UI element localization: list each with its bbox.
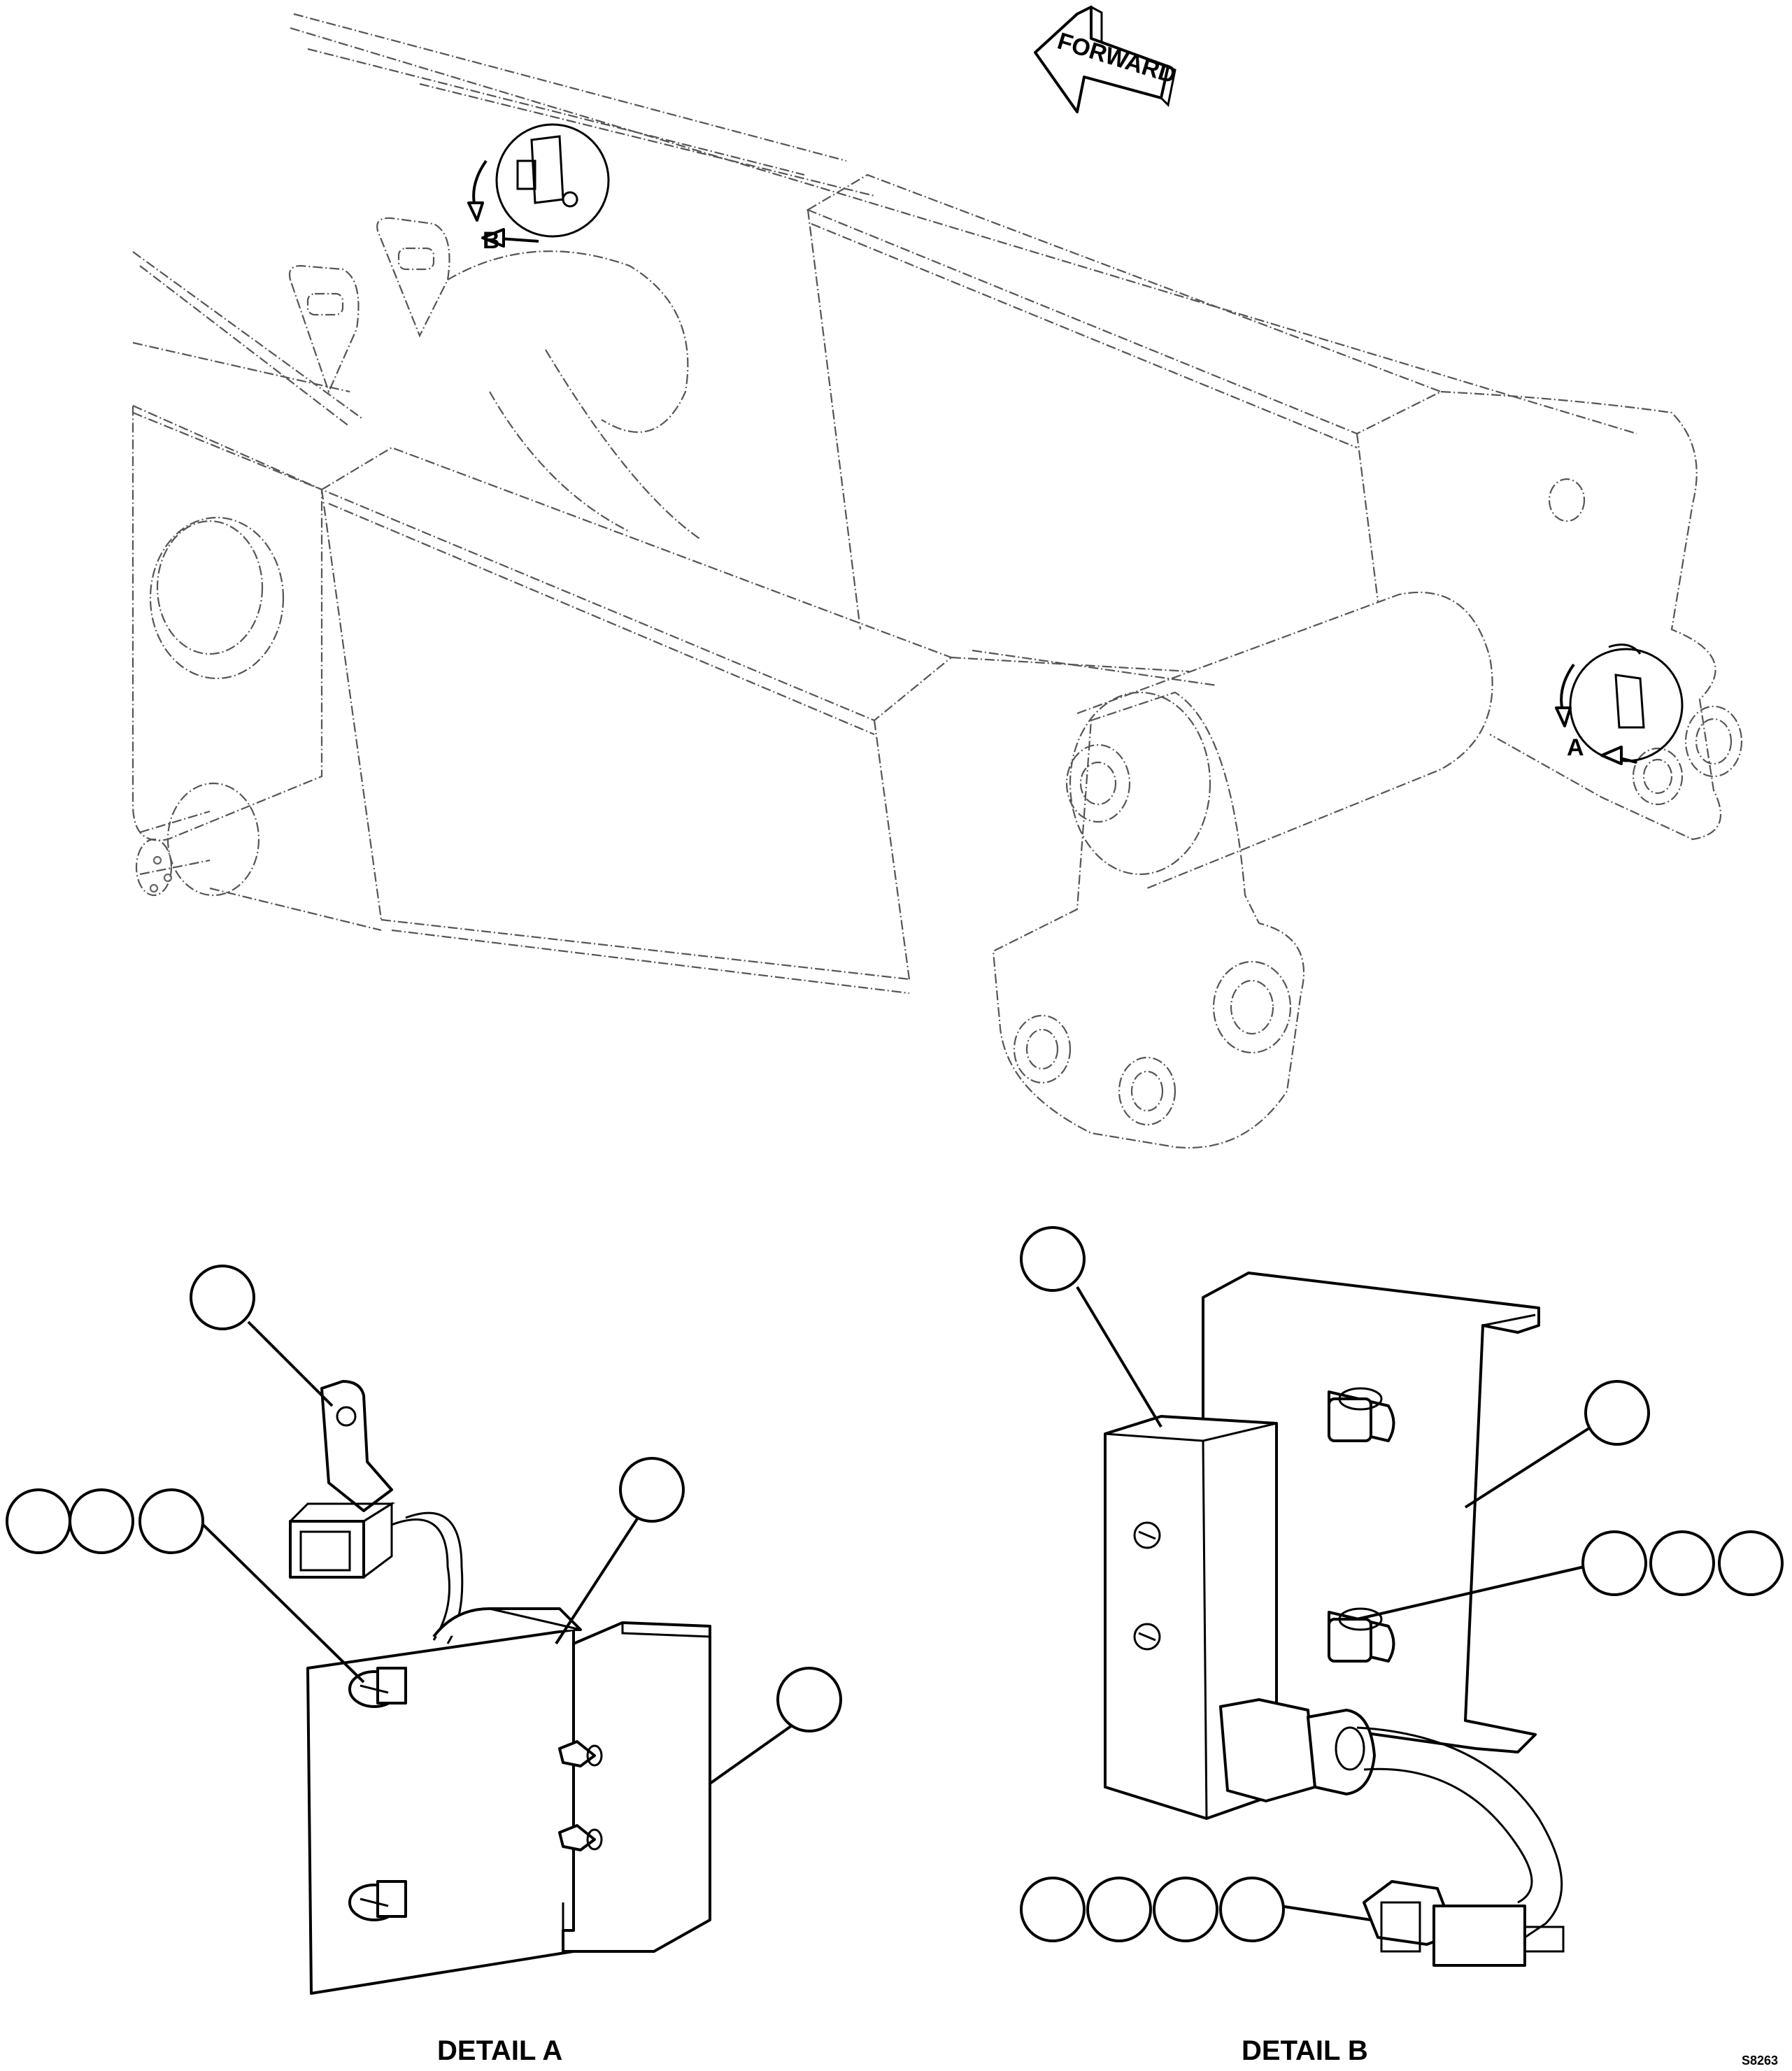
detail-b-view: DETAIL B — [1020, 1226, 1784, 2066]
detail-a-view: DETAIL A — [6, 1265, 842, 2066]
detail-b-balloon-5 — [1718, 1530, 1784, 1596]
drawing-number: S8263 — [1742, 2054, 1778, 2068]
callout-b-letter: B — [483, 227, 500, 254]
detail-b-balloon-4 — [1649, 1530, 1715, 1596]
boom-assembly-ghost — [131, 13, 1743, 1148]
detail-a-balloon-2 — [6, 1488, 71, 1554]
bolt-lower — [348, 1880, 407, 1921]
detail-b-caption: DETAIL B — [1242, 2035, 1368, 2066]
detail-b-balloon-7 — [1086, 1877, 1152, 1942]
stud-lower — [1328, 1607, 1395, 1663]
detail-a-caption: DETAIL A — [437, 2035, 562, 2066]
detail-b-balloon-8 — [1153, 1877, 1218, 1942]
detail-b-balloon-9 — [1219, 1877, 1285, 1942]
detail-b-balloon-6 — [1020, 1877, 1086, 1942]
detail-b-callout: B — [467, 123, 610, 254]
detail-a-balloon-4 — [138, 1488, 204, 1554]
detail-a-balloon-1 — [190, 1265, 255, 1330]
stud-upper — [1328, 1387, 1395, 1442]
forward-arrow: FORWARD — [1034, 6, 1179, 113]
detail-a-callout: A — [1555, 643, 1684, 765]
detail-a-balloon-3 — [69, 1488, 134, 1554]
detail-a-balloon-5 — [619, 1457, 685, 1523]
callout-a-letter: A — [1567, 734, 1584, 761]
detail-b-balloon-2 — [1584, 1380, 1650, 1446]
detail-b-balloon-3 — [1581, 1530, 1647, 1596]
detail-b-balloon-1 — [1020, 1226, 1086, 1292]
detail-a-balloon-6 — [776, 1667, 842, 1732]
